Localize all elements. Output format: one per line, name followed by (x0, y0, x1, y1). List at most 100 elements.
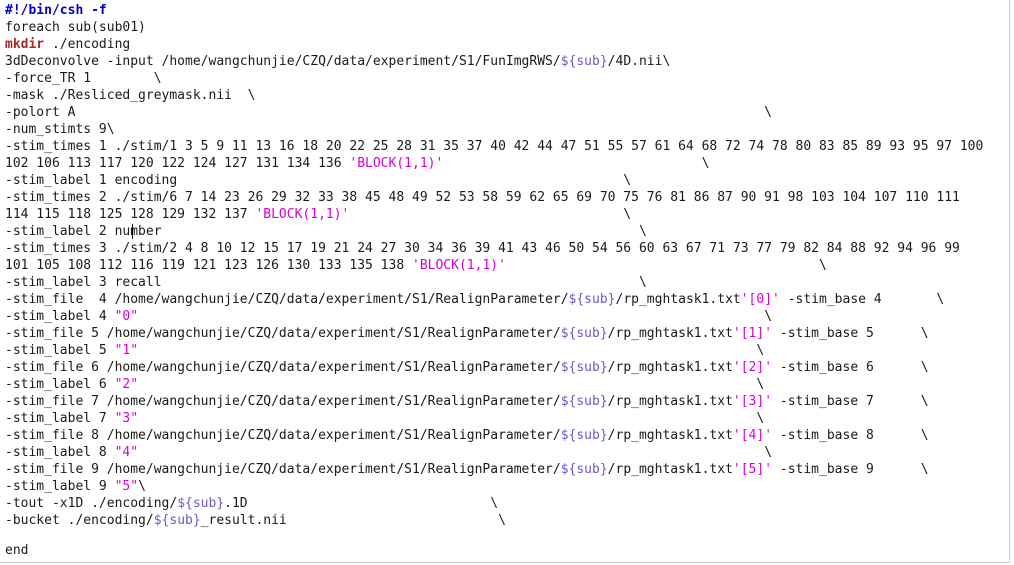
token-str: 'BLOCK(1,1)' (349, 156, 444, 171)
token-var: ${sub} (560, 360, 608, 375)
code-line: -num_stimts 9\ (5, 121, 115, 138)
code-line: -mask ./Resliced_greymask.nii \ (5, 87, 255, 104)
code-line: -stim_file 8 /home/wangchunjie/CZQ/data/… (5, 427, 929, 444)
token-var: ${sub} (153, 513, 201, 528)
code-line: -stim_file 4 /home/wangchunjie/CZQ/data/… (5, 291, 944, 308)
token: /rp_mghtask1.txt (607, 326, 733, 341)
token: -stim_file 4 /home/wangchunjie/CZQ/data/… (5, 292, 569, 307)
token: foreach sub(sub01) (5, 20, 146, 35)
code-line: -stim_times 3 ./stim/2 4 8 10 12 15 17 1… (5, 240, 960, 257)
token: -stim_base 8 \ (772, 428, 929, 443)
token: \ (138, 377, 765, 392)
token: end (5, 543, 29, 558)
token: -stim_times 1 ./stim/1 3 5 9 11 13 16 18… (5, 139, 984, 154)
token: -stim_file 9 /home/wangchunjie/CZQ/data/… (5, 462, 561, 477)
token-var: ${sub} (560, 326, 608, 341)
token: 114 115 118 125 128 129 132 137 (5, 207, 256, 222)
token: -stim_times 3 ./stim/2 4 8 10 12 15 17 1… (5, 241, 960, 256)
token-str: "1" (114, 343, 139, 358)
token: -bucket ./encoding/ (5, 513, 154, 528)
code-line: -bucket ./encoding/${sub}_result.nii \ (5, 512, 506, 529)
token-str: '[2]' (732, 360, 773, 375)
code-line: foreach sub(sub01) (5, 19, 146, 36)
token: -stim_base 5 \ (772, 326, 929, 341)
token: /rp_mghtask1.txt (607, 394, 733, 409)
token: /rp_mghtask1.txt (607, 462, 733, 477)
code-line: -stim_label 1 encoding \ (5, 172, 631, 189)
code-line: -stim_label 7 "3" \ (5, 410, 764, 427)
token-kw: mkdir (5, 37, 45, 52)
token-str: 'BLOCK(1,1)' (412, 258, 506, 273)
token: -stim_base 6 \ (772, 360, 929, 375)
code-line: -stim_label 2 number \ (5, 223, 647, 240)
token: \ (138, 343, 765, 358)
token: /rp_mghtask1.txt (607, 428, 733, 443)
token-shebang: #!/bin/csh -f (5, 3, 107, 18)
token: ./encoding (44, 37, 131, 52)
token: /rp_mghtask1.txt (607, 360, 733, 375)
token: -stim_label 1 encoding \ (5, 173, 632, 188)
token-var: ${sub} (560, 428, 608, 443)
code-line: -stim_label 3 recall \ (5, 274, 647, 291)
token: -polort A \ (5, 105, 773, 120)
code-line: #!/bin/csh -f (5, 2, 107, 19)
token: \ (138, 445, 773, 460)
token-str: "4" (114, 445, 139, 460)
token: -stim_file 6 /home/wangchunjie/CZQ/data/… (5, 360, 561, 375)
token-var: ${sub} (560, 462, 608, 477)
code-line: -stim_times 2 ./stim/6 7 14 23 26 29 32 … (5, 189, 960, 206)
code-line: 114 115 118 125 128 129 132 137 'BLOCK(1… (5, 206, 631, 223)
token: -stim_base 9 \ (772, 462, 929, 477)
token: .1D \ (224, 496, 499, 511)
code-line: -stim_file 6 /home/wangchunjie/CZQ/data/… (5, 359, 929, 376)
text-cursor (132, 224, 133, 239)
token: 101 105 108 112 116 119 121 123 126 130 … (5, 258, 412, 273)
code-line: -tout -x1D ./encoding/${sub}.1D \ (5, 495, 498, 512)
token: -stim_label 9 (5, 479, 115, 494)
code-line: -stim_label 6 "2" \ (5, 376, 764, 393)
token: -stim_base 4 \ (779, 292, 945, 307)
token: \ (138, 479, 146, 494)
code-line: -stim_file 7 /home/wangchunjie/CZQ/data/… (5, 393, 929, 410)
token: -stim_file 8 /home/wangchunjie/CZQ/data/… (5, 428, 561, 443)
token: -num_stimts 9\ (5, 122, 115, 137)
token-str: '[0]' (740, 292, 780, 307)
token: -stim_label 2 number \ (5, 224, 647, 239)
code-line: -polort A \ (5, 104, 772, 121)
token-str: '[3]' (732, 394, 773, 409)
token-str: "3" (114, 411, 139, 426)
code-line: -stim_label 8 "4" \ (5, 444, 772, 461)
code-line: -force_TR 1 \ (5, 70, 162, 87)
token-str: '[1]' (732, 326, 773, 341)
token: -stim_file 7 /home/wangchunjie/CZQ/data/… (5, 394, 561, 409)
code-line: -stim_label 9 "5"\ (5, 478, 146, 495)
token: \ (349, 207, 632, 222)
code-line: 101 105 108 112 116 119 121 123 126 130 … (5, 257, 827, 274)
token: -stim_file 5 /home/wangchunjie/CZQ/data/… (5, 326, 561, 341)
token: /4D.nii\ (607, 54, 671, 69)
token: \ (443, 156, 710, 171)
token: 3dDeconvolve -input /home/wangchunjie/CZ… (5, 54, 561, 69)
code-line: 3dDeconvolve -input /home/wangchunjie/CZ… (5, 53, 670, 70)
token: -stim_label 3 recall \ (5, 275, 647, 290)
token: /rp_mghtask1.txt (615, 292, 741, 307)
token-str: '[5]' (732, 462, 773, 477)
code-line: mkdir ./encoding (5, 36, 130, 53)
token-str: '[4]' (732, 428, 773, 443)
token: -stim_times 2 ./stim/6 7 14 23 26 29 32 … (5, 190, 960, 205)
token: \ (138, 309, 773, 324)
token: -stim_label 7 (5, 411, 115, 426)
token: \ (505, 258, 827, 273)
token-var: ${sub} (177, 496, 225, 511)
code-line: -stim_label 5 "1" \ (5, 342, 764, 359)
token: -stim_label 4 (5, 309, 115, 324)
code-line: -stim_times 1 ./stim/1 3 5 9 11 13 16 18… (5, 138, 983, 155)
token-str: 'BLOCK(1,1)' (255, 207, 350, 222)
token: -stim_label 8 (5, 445, 115, 460)
token: 102 106 113 117 120 122 124 127 131 134 … (5, 156, 350, 171)
token-var: ${sub} (560, 54, 608, 69)
token: -stim_label 5 (5, 343, 115, 358)
code-line: -stim_file 9 /home/wangchunjie/CZQ/data/… (5, 461, 929, 478)
token: \ (138, 411, 765, 426)
